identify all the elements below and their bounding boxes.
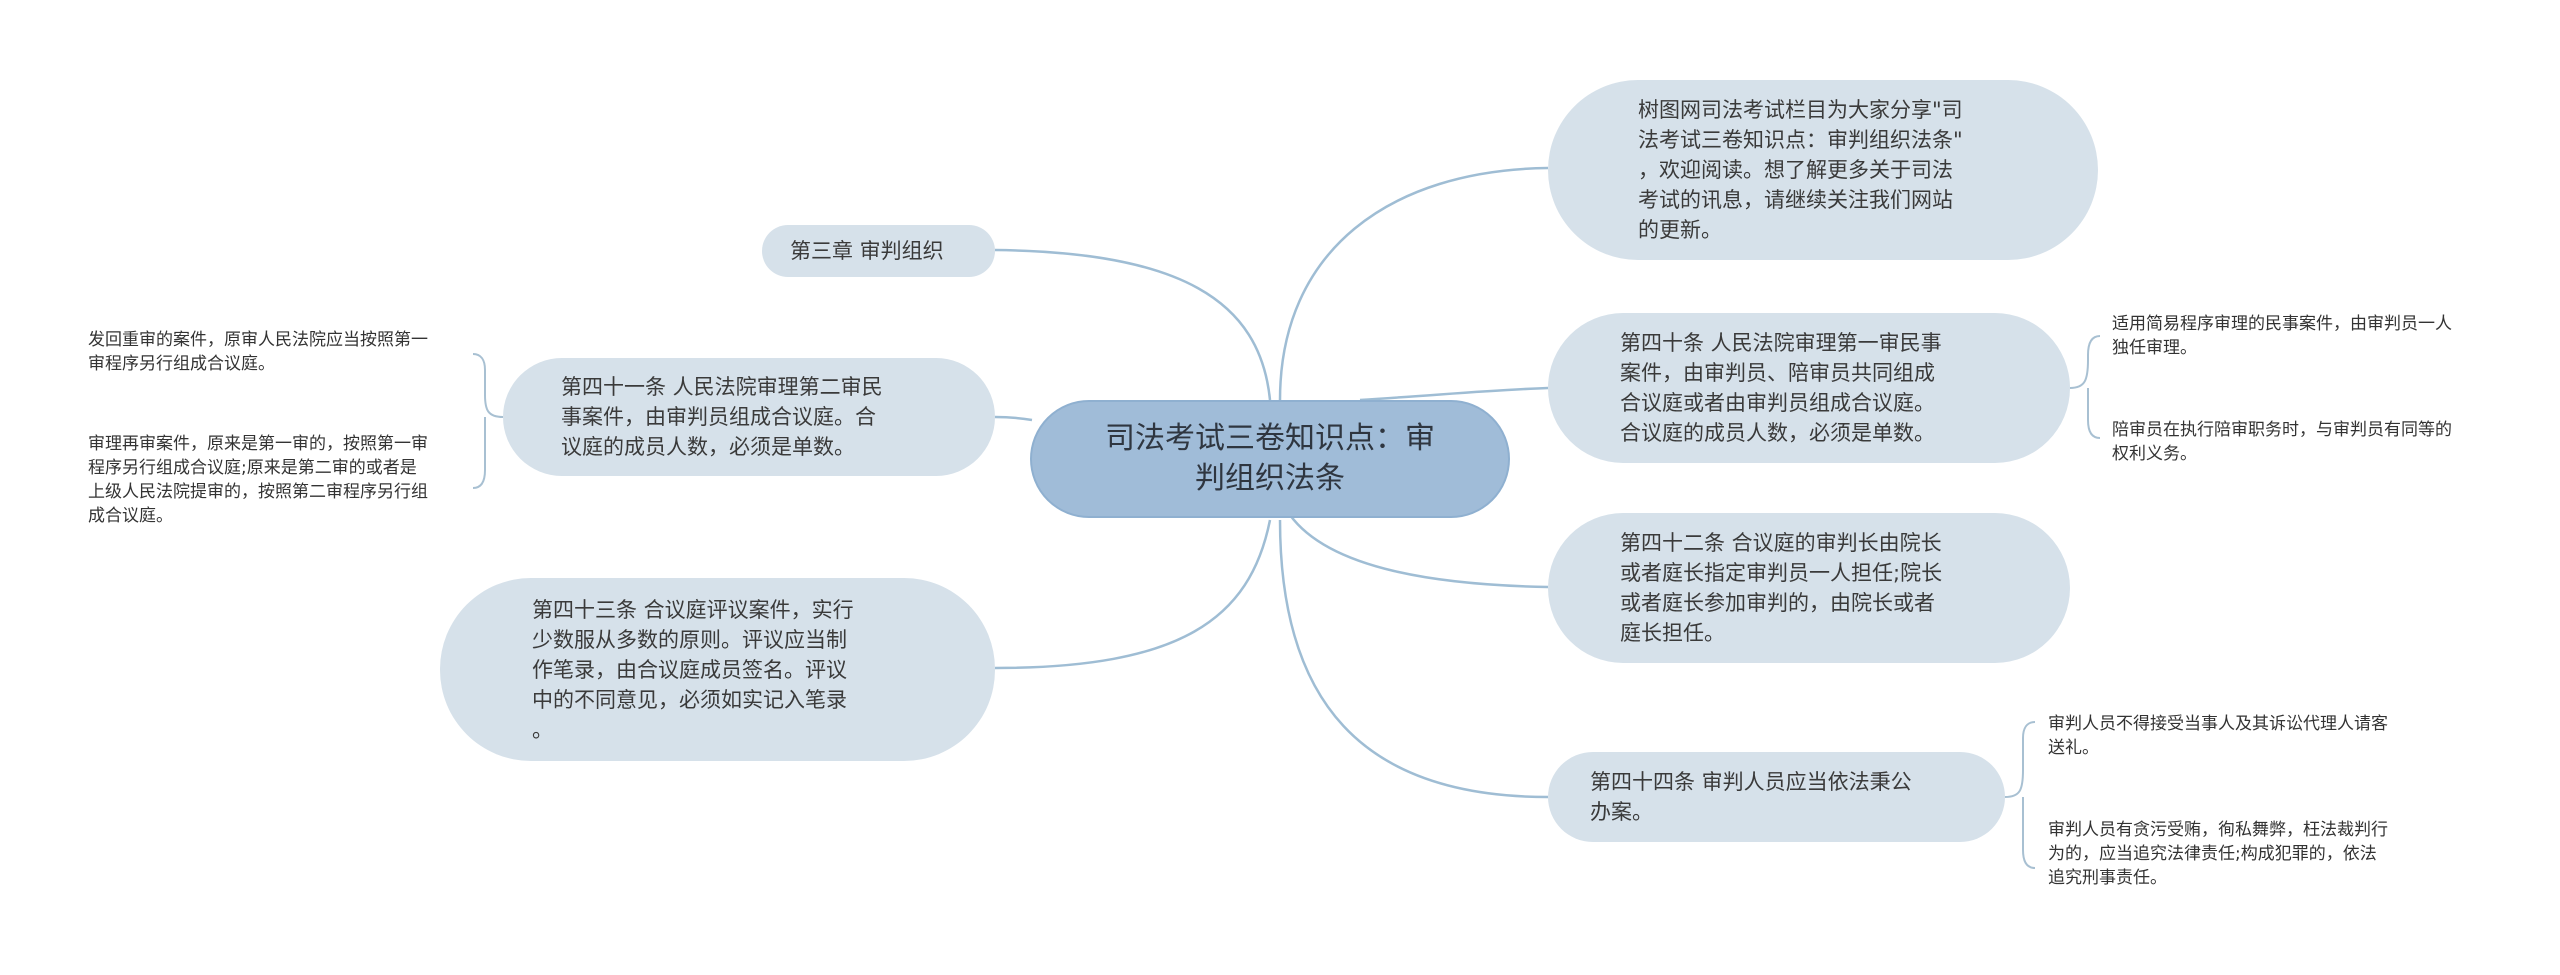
leaf-art44-liability: 审判人员有贪污受贿，徇私舞弊，枉法裁判行 为的，应当追究法律责任;构成犯罪的，依… (2048, 820, 2388, 888)
root-topic[interactable]: 司法考试三卷知识点：审 判组织法条 (1030, 400, 1510, 518)
root-topic-text: 司法考试三卷知识点：审 判组织法条 (1105, 421, 1435, 496)
link-root-art43 (994, 519, 1272, 670)
link-root-art44 (1278, 519, 1549, 799)
node-art42-text: 第四十二条 合议庭的审判长由院长 或者庭长指定审判员一人担任;院长 或者庭长参加… (1620, 531, 1943, 645)
leaf-art41-remand: 发回重审的案件，原审人民法院应当按照第一 审程序另行组成合议庭。 (88, 330, 428, 374)
node-art43[interactable]: 第四十三条 合议庭评议案件，实行 少数服从多数的原则。评议应当制 作笔录，由合议… (440, 578, 995, 761)
leaf-art41-retrial: 审理再审案件，原来是第一审的，按照第一审 程序另行组成合议庭;原来是第二审的或者… (88, 434, 428, 526)
leaf-art44-no-gifts: 审判人员不得接受当事人及其诉讼代理人请客 送礼。 (2048, 714, 2388, 758)
node-intro-text: 树图网司法考试栏目为大家分享"司 法考试三卷知识点：审判组织法条" ，欢迎阅读。… (1638, 98, 1963, 242)
leaf-art40-simple-procedure: 适用简易程序审理的民事案件，由审判员一人 独任审理。 (2112, 314, 2452, 358)
node-art43-text: 第四十三条 合议庭评议案件，实行 少数服从多数的原则。评议应当制 作笔录，由合议… (532, 597, 854, 742)
node-art40-text: 第四十条 人民法院审理第一审民事 案件，由审判员、陪审员共同组成 合议庭或者由审… (1620, 331, 1942, 445)
node-ch3[interactable]: 第三章 审判组织 (762, 225, 995, 277)
link-root-art41 (994, 415, 1033, 422)
brace-art44 (2004, 721, 2036, 869)
node-art44[interactable]: 第四十四条 审判人员应当依法秉公 办案。 (1548, 752, 2005, 842)
brace-art41 (472, 353, 504, 489)
node-art41-text: 第四十一条 人民法院审理第二审民 事案件，由审判员组成合议庭。合 议庭的成员人数… (561, 375, 883, 459)
link-root-intro (1278, 166, 1549, 401)
node-intro[interactable]: 树图网司法考试栏目为大家分享"司 法考试三卷知识点：审判组织法条" ，欢迎阅读。… (1548, 80, 2098, 260)
link-root-art40 (1359, 386, 1549, 402)
brace-art40 (2069, 335, 2101, 439)
leaf-art40-juror-rights: 陪审员在执行陪审职务时，与审判员有同等的 权利义务。 (2112, 420, 2452, 464)
node-art44-text: 第四十四条 审判人员应当依法秉公 办案。 (1590, 770, 1912, 824)
node-art40[interactable]: 第四十条 人民法院审理第一审民事 案件，由审判员、陪审员共同组成 合议庭或者由审… (1548, 313, 2070, 463)
link-root-art42 (1288, 514, 1549, 589)
node-ch3-text: 第三章 审判组织 (790, 239, 944, 263)
link-root-ch3 (994, 248, 1272, 401)
node-art42[interactable]: 第四十二条 合议庭的审判长由院长 或者庭长指定审判员一人担任;院长 或者庭长参加… (1548, 513, 2070, 663)
node-art41[interactable]: 第四十一条 人民法院审理第二审民 事案件，由审判员组成合议庭。合 议庭的成员人数… (503, 358, 995, 476)
